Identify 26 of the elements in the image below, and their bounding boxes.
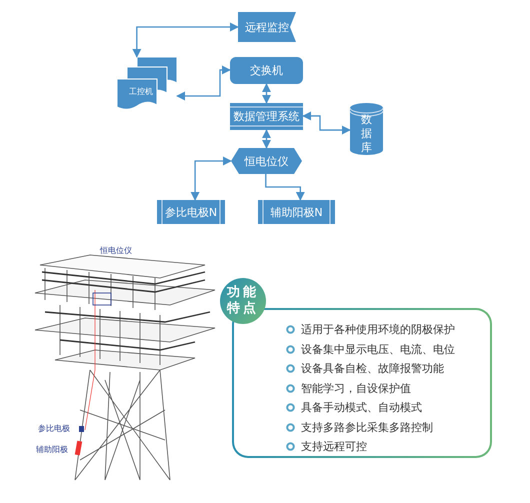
remote-monitor-flag: 远程监控 — [238, 12, 296, 42]
arrow — [262, 83, 272, 104]
feature-text: 具备手动模式、自动模式 — [301, 400, 422, 415]
database-cylinder: 数据库 — [350, 103, 383, 155]
drawing-label: 恒电位仪 — [100, 245, 132, 256]
subprocess-box: 辅助阳极N — [258, 200, 335, 224]
feature-text: 设备集中显示电压、电流、电位 — [301, 342, 455, 356]
feature-text: 智能学习，自设保护值 — [301, 380, 411, 396]
hexagon-node: 恒电位仪 — [231, 148, 302, 174]
arrow — [132, 22, 239, 58]
arrow — [190, 156, 232, 201]
system-box: 数据管理系统 — [230, 103, 303, 130]
feature-text: 支持远程可控 — [301, 439, 367, 454]
arrow — [265, 174, 305, 201]
arrow — [302, 111, 351, 135]
feature-badge: 功能特点 — [220, 278, 266, 324]
arrow — [176, 65, 231, 101]
drawing-label: 参比电极 — [38, 423, 70, 434]
feature-text: 设备具备自检、故障报警功能 — [301, 361, 444, 376]
document-stack: 工控机 — [117, 57, 177, 109]
arrow — [262, 129, 272, 149]
subprocess-box: 参比电极N — [157, 200, 225, 224]
drawing-label: 辅助阳极 — [36, 444, 68, 455]
switch-box: 交换机 — [230, 57, 303, 84]
feature-text: 支持多路参比采集多路控制 — [301, 420, 433, 434]
feature-text: 适用于各种使用环境的阴极保护 — [301, 322, 455, 337]
